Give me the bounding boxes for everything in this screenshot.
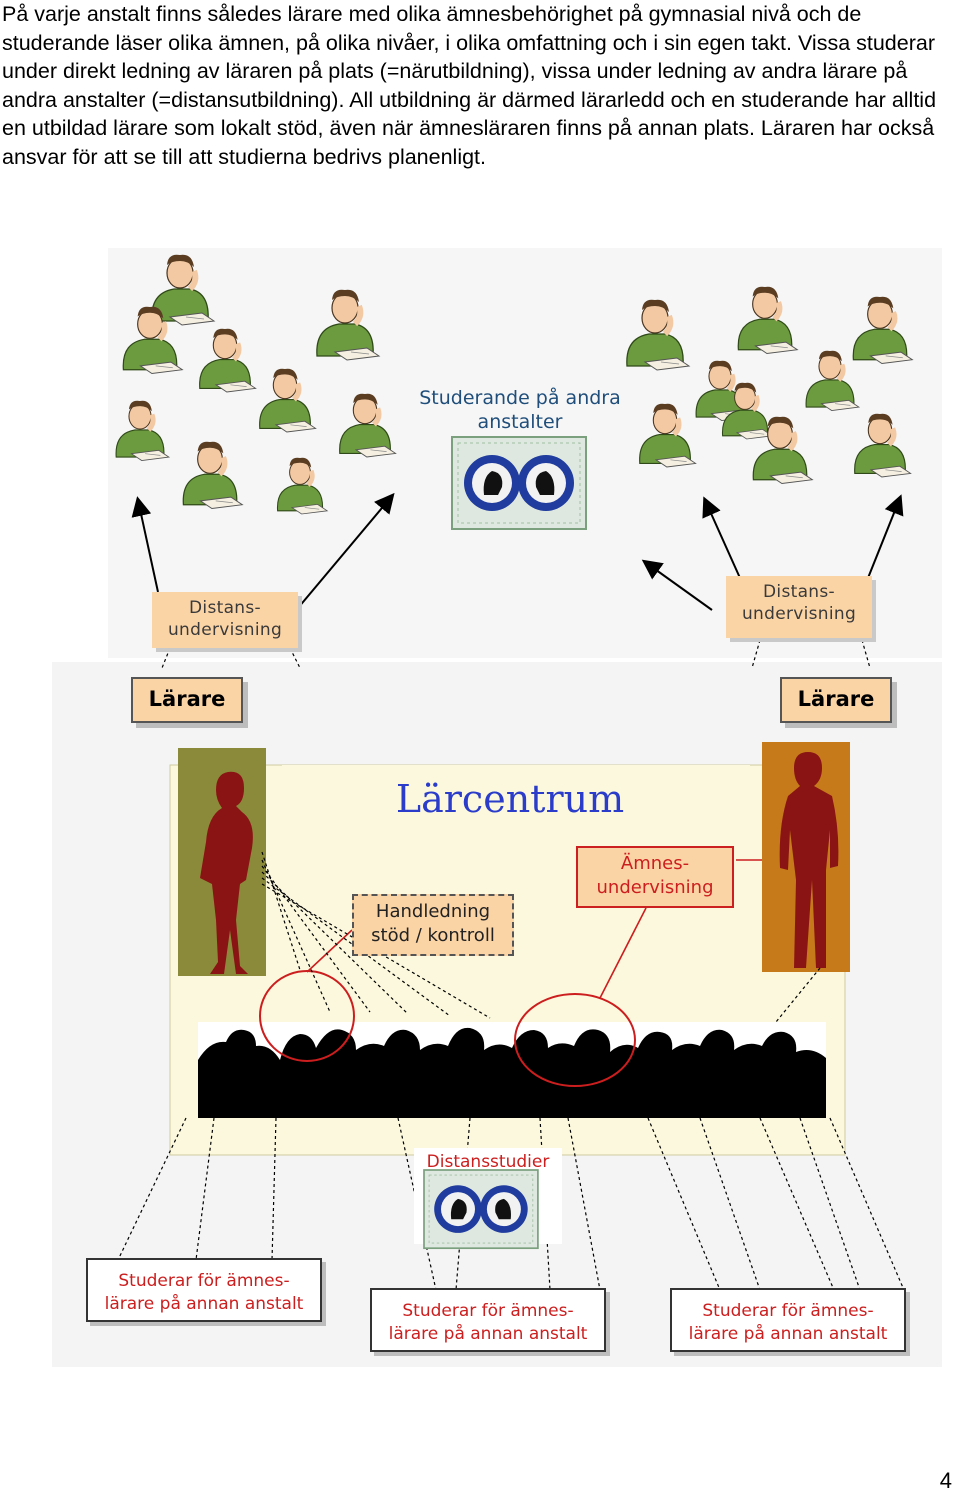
- study-box-left-line2: lärare på annan anstalt: [104, 1294, 304, 1314]
- distance-right-line1: Distans-: [763, 582, 835, 602]
- study-box-center-line2: lärare på annan anstalt: [388, 1324, 588, 1344]
- students-other-institutions-label: Studerande på andra anstalter: [410, 386, 630, 434]
- distance-left-line1: Distans-: [189, 598, 261, 618]
- learning-center-title-area: [282, 765, 750, 850]
- subject-teaching-box: Ämnes- undervisning: [576, 846, 734, 908]
- guidance-line2: stöd / kontroll: [371, 925, 495, 946]
- teacher-label-right: Lärare: [780, 677, 892, 723]
- learning-center-title: Lärcentrum: [395, 777, 625, 821]
- red-connector-lines: [306, 859, 762, 999]
- intro-paragraph: På varje anstalt finns således lärare me…: [2, 2, 937, 169]
- distance-left-line2: undervisning: [167, 620, 283, 640]
- study-box-right-line1: Studerar för ämnes-: [702, 1301, 874, 1321]
- guidance-line1: Handledning: [375, 901, 491, 922]
- teacher-right-image: [762, 742, 850, 972]
- distance-teaching-box-left: Distans- undervisning: [152, 592, 298, 648]
- highlight-circle-right: [514, 993, 636, 1087]
- study-box-center-line1: Studerar för ämnes-: [402, 1301, 574, 1321]
- guidance-box: Handledning stöd / kontroll: [352, 894, 514, 956]
- distance-right-line2: undervisning: [741, 604, 857, 624]
- study-box-right-line2: lärare på annan anstalt: [688, 1324, 888, 1344]
- subject-teaching-line2: undervisning: [596, 877, 714, 898]
- teacher-label-left: Lärare: [131, 677, 243, 723]
- distance-teaching-box-right: Distans- undervisning: [726, 576, 872, 638]
- study-box-left: Studerar för ämnes- lärare på annan anst…: [86, 1258, 322, 1322]
- computer-monitor-icon: [451, 436, 587, 530]
- students-silhouette-row: [198, 1022, 826, 1118]
- study-box-right: Studerar för ämnes- lärare på annan anst…: [670, 1288, 906, 1352]
- page-number: 4: [939, 1468, 952, 1493]
- distance-studies-label: Distansstudier: [426, 1152, 550, 1172]
- students-other-line2: anstalter: [477, 411, 563, 433]
- study-box-center: Studerar för ämnes- lärare på annan anst…: [370, 1288, 606, 1352]
- teacher-left-image: [178, 748, 266, 976]
- distance-arrows: [131, 492, 904, 611]
- study-box-left-line1: Studerar för ämnes-: [118, 1271, 290, 1291]
- distance-studies-monitor-icon: [414, 1148, 562, 1250]
- subject-teaching-line1: Ämnes-: [620, 853, 690, 874]
- students-other-line1: Studerande på andra: [419, 387, 621, 409]
